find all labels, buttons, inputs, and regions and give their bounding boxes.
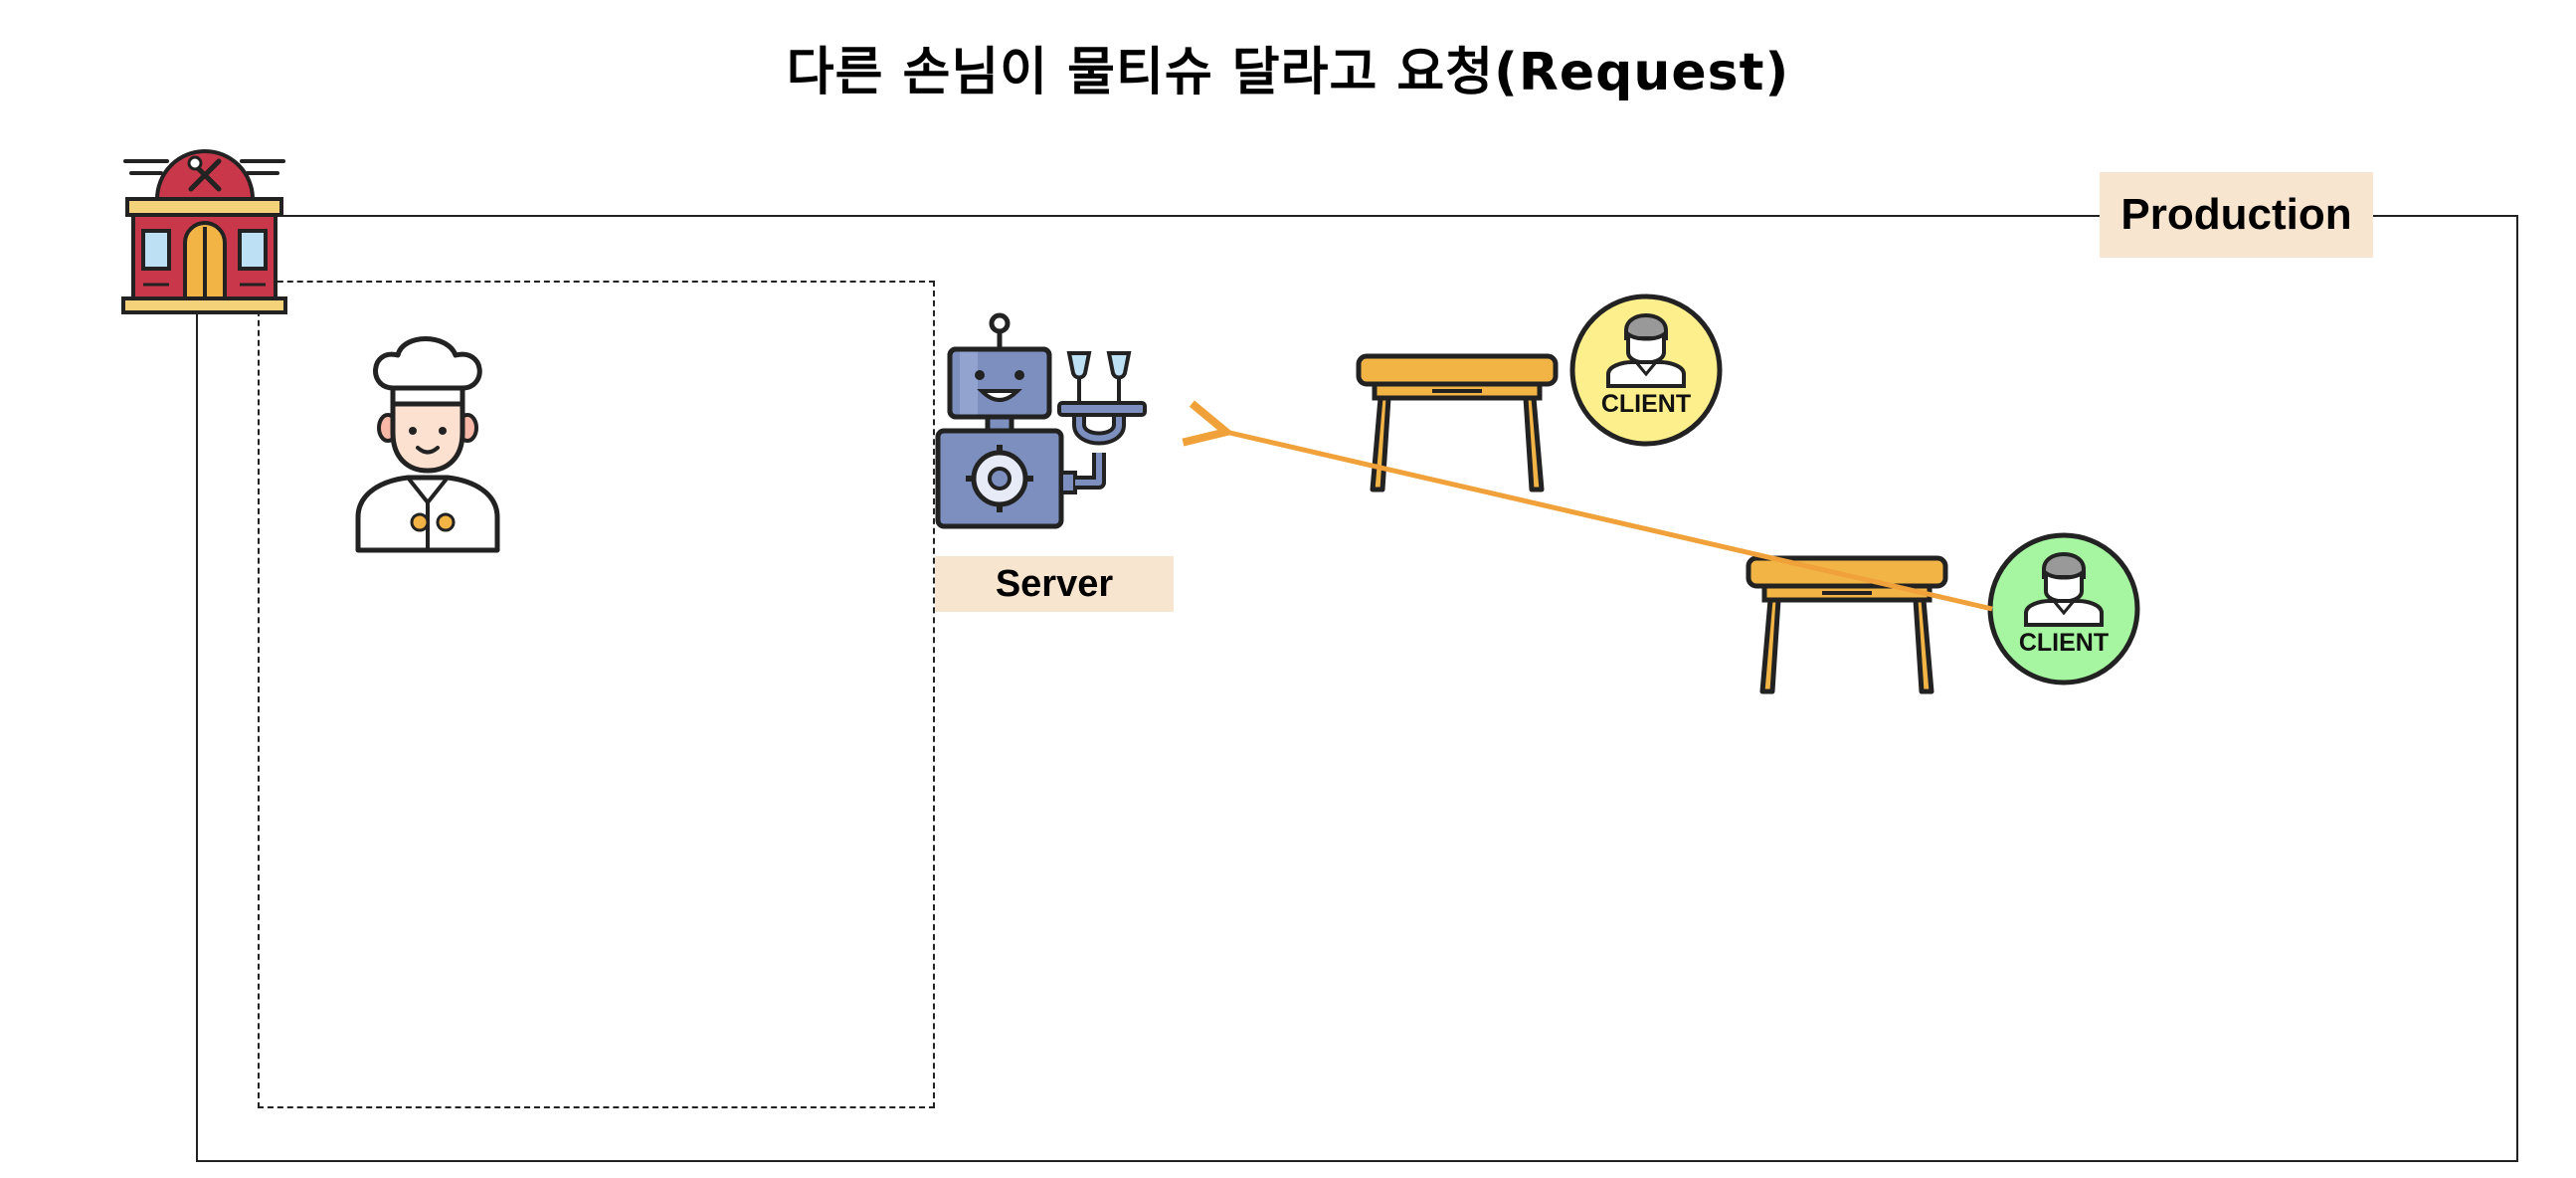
client-icon: CLIENT [1987,532,2140,686]
table-icon [1746,555,1948,694]
production-boundary [196,215,2518,1162]
restaurant-icon [121,149,287,314]
production-label: Production [2100,172,2373,258]
kitchen-boundary [258,281,935,1108]
diagram-title: 다른 손님이 물티슈 달라고 요청(Request) [786,43,1790,102]
client-icon: CLIENT [1569,294,1723,447]
chef-icon [355,336,500,553]
client-1-label: CLIENT [1601,390,1691,418]
table-icon [1356,353,1559,492]
robot-server-icon [935,312,1147,529]
client-2-label: CLIENT [2019,629,2109,657]
server-label: Server [935,556,1174,612]
